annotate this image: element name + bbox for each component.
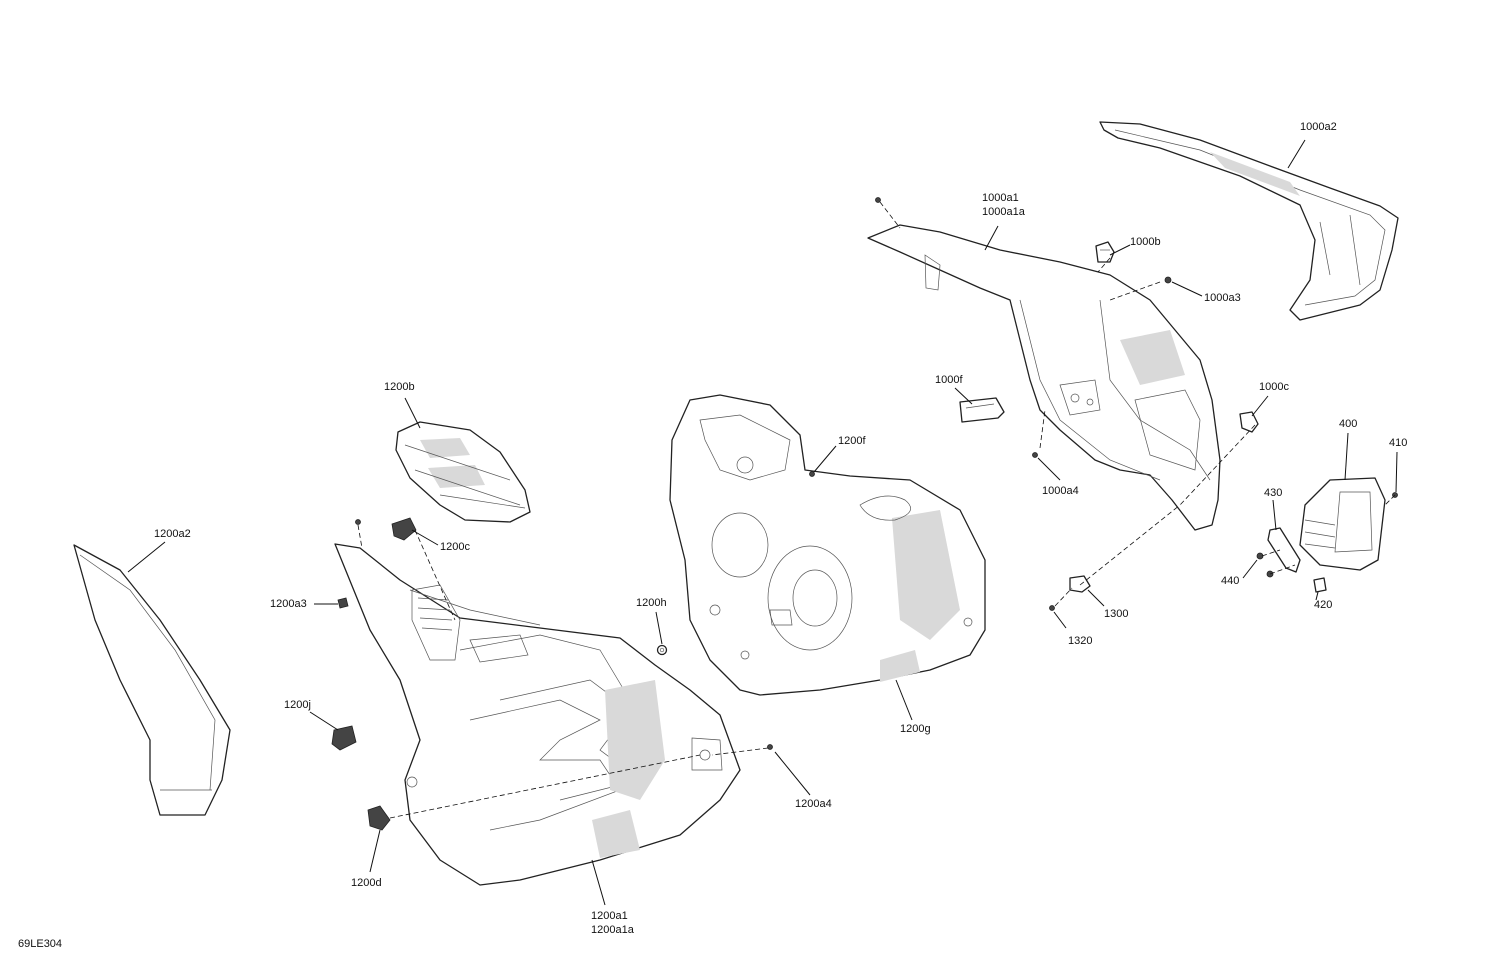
part-430 — [1267, 527, 1301, 573]
callout-440: 440 — [1221, 575, 1239, 587]
callout-1200c: 1200c — [440, 541, 470, 553]
callout-1200j: 1200j — [284, 699, 311, 711]
callout-1200a2: 1200a2 — [154, 528, 191, 540]
callout-1000a2: 1000a2 — [1300, 121, 1337, 133]
callout-1200f: 1200f — [838, 435, 866, 447]
callout-labels: 1000a2 1000a1 1000a1a 1000b 1000a3 1000f… — [154, 121, 1407, 936]
callout-430: 430 — [1264, 487, 1282, 499]
part-1200b — [395, 421, 531, 523]
part-1200d — [367, 805, 391, 831]
callout-410: 410 — [1389, 437, 1407, 449]
callout-1320: 1320 — [1068, 635, 1092, 647]
callout-1200b: 1200b — [384, 381, 415, 393]
leader-lines — [127, 139, 1398, 906]
callout-1000a1a: 1000a1a — [982, 206, 1026, 218]
part-1000a2 — [1099, 121, 1399, 321]
part-1000a3 — [1164, 276, 1172, 284]
callout-1200h: 1200h — [636, 597, 667, 609]
callout-1000c: 1000c — [1259, 381, 1289, 393]
callout-1300: 1300 — [1104, 608, 1128, 620]
part-1000a1 — [867, 224, 1221, 531]
part-1000a4 — [1032, 452, 1038, 458]
callout-1200a4: 1200a4 — [795, 798, 832, 810]
callout-1200a3: 1200a3 — [270, 598, 307, 610]
part-1200c — [391, 517, 417, 541]
callout-1200g: 1200g — [900, 723, 931, 735]
callout-1200a1: 1200a1 — [591, 910, 628, 922]
callout-420: 420 — [1314, 599, 1332, 611]
callout-1000f: 1000f — [935, 374, 963, 386]
part-1000c — [1239, 411, 1259, 433]
part-1200h — [656, 644, 668, 656]
callout-1200d: 1200d — [351, 877, 382, 889]
callout-400: 400 — [1339, 418, 1357, 430]
part-1200g — [669, 394, 986, 696]
callout-1000b: 1000b — [1130, 236, 1161, 248]
callout-1000a1: 1000a1 — [982, 192, 1019, 204]
part-1200j — [331, 725, 357, 751]
part-1000b — [1095, 241, 1115, 263]
part-400 — [1299, 477, 1386, 571]
part-1200a2 — [73, 544, 231, 816]
callout-1000a3: 1000a3 — [1204, 292, 1241, 304]
part-1200a1 — [334, 543, 741, 886]
callout-1000a4: 1000a4 — [1042, 485, 1079, 497]
part-1300 — [1069, 575, 1091, 593]
callout-1200a1a: 1200a1a — [591, 924, 635, 936]
figure-code: 69LE304 — [18, 938, 62, 950]
part-1000f — [959, 397, 1005, 423]
